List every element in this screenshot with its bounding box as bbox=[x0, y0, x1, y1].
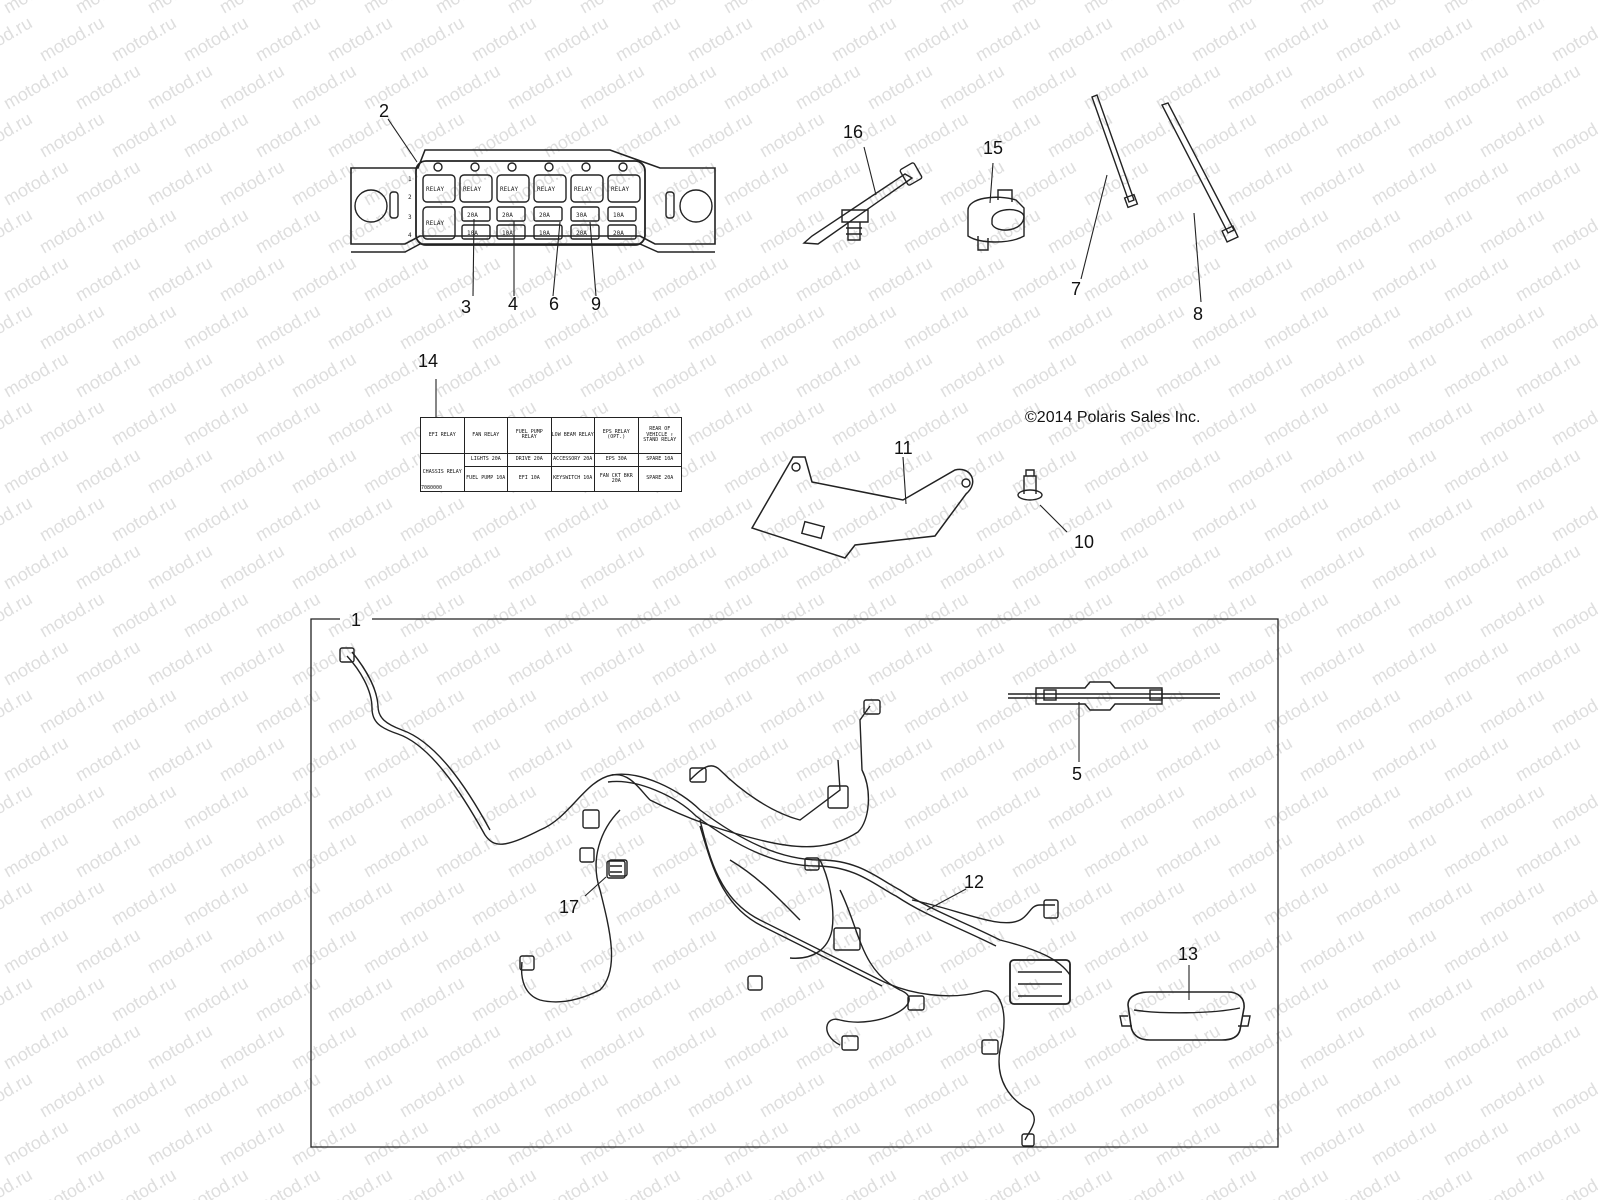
label-cell: LOW BEAM RELAY bbox=[550, 417, 595, 454]
label-cell: FUEL PUMP RELAY bbox=[507, 417, 552, 454]
callout-13: 13 bbox=[1178, 944, 1199, 964]
bracket-plate-part bbox=[750, 456, 974, 559]
leader-lines bbox=[387, 118, 1202, 1000]
harness-kit-frame bbox=[310, 618, 1279, 1148]
svg-text:20A: 20A bbox=[539, 212, 550, 219]
fuse-box-part bbox=[350, 149, 716, 253]
callout-15: 15 bbox=[983, 138, 1004, 158]
svg-text:1: 1 bbox=[408, 176, 412, 183]
label-cell: LIGHTS 20A bbox=[463, 452, 508, 468]
callout-12: 12 bbox=[964, 872, 985, 892]
svg-text:10A: 10A bbox=[467, 230, 478, 237]
callout-1: 1 bbox=[351, 610, 362, 630]
callout-7: 7 bbox=[1071, 279, 1082, 299]
callout-5: 5 bbox=[1072, 764, 1083, 784]
label-cell: ACCESSORY 20A bbox=[550, 452, 595, 468]
svg-text:RELAY: RELAY bbox=[611, 186, 629, 193]
clip-part bbox=[967, 189, 1025, 251]
svg-text:2: 2 bbox=[408, 194, 412, 201]
svg-text:RELAY: RELAY bbox=[463, 186, 481, 193]
label-cell: KEYSWITCH 10A bbox=[550, 466, 595, 492]
callout-10: 10 bbox=[1074, 532, 1095, 552]
fuse-box-cover-part bbox=[1119, 991, 1251, 1041]
cable-tie-short-part bbox=[1091, 94, 1139, 209]
label-cell: CHASSIS RELAY bbox=[420, 452, 465, 493]
svg-text:20A: 20A bbox=[576, 230, 587, 237]
svg-text:RELAY: RELAY bbox=[574, 186, 592, 193]
inline-fuse-part bbox=[1008, 681, 1220, 711]
cable-tie-mount-part bbox=[802, 162, 923, 245]
svg-text:30A: 30A bbox=[576, 212, 587, 219]
arrow-up-icon: ↑ bbox=[670, 431, 674, 438]
copyright-text: ©2014 Polaris Sales Inc. bbox=[1025, 409, 1201, 426]
svg-text:10A: 10A bbox=[539, 230, 550, 237]
callout-14: 14 bbox=[418, 351, 439, 371]
svg-text:20A: 20A bbox=[467, 212, 478, 219]
callout-17: 17 bbox=[559, 897, 580, 917]
label-cell: EPS RELAY (OPT.) bbox=[594, 417, 639, 454]
label-cell: FAN RELAY bbox=[463, 417, 508, 454]
svg-text:RELAY: RELAY bbox=[500, 186, 518, 193]
svg-text:RELAY: RELAY bbox=[426, 220, 444, 227]
label-cell: EFI RELAY bbox=[420, 417, 465, 454]
callout-8: 8 bbox=[1193, 304, 1204, 324]
svg-text:RELAY: RELAY bbox=[426, 186, 444, 193]
svg-text:10A: 10A bbox=[502, 230, 513, 237]
label-cell: REAR OF VEHICLE ↑STAND RELAY bbox=[637, 417, 682, 454]
callout-2: 2 bbox=[379, 101, 390, 121]
callout-16: 16 bbox=[843, 122, 864, 142]
label-cell: SPARE 20A bbox=[637, 466, 682, 492]
label-cell: EFI 10A bbox=[507, 466, 552, 492]
label-cell: SPARE 10A bbox=[637, 452, 682, 468]
svg-text:RELAY: RELAY bbox=[537, 186, 555, 193]
rear-of-vehicle-text: REAR OF VEHICLE bbox=[646, 426, 671, 438]
svg-text:10A: 10A bbox=[613, 212, 624, 219]
stand-relay-text: STAND RELAY bbox=[643, 437, 677, 444]
svg-text:3: 3 bbox=[408, 214, 412, 221]
label-cell: EPS 30A bbox=[594, 452, 639, 468]
push-pin-part bbox=[1017, 469, 1043, 501]
fuse-box-text: RELAY RELAY RELAY RELAY RELAY RELAY RELA… bbox=[408, 176, 629, 239]
callout-6: 6 bbox=[549, 294, 560, 314]
callout-11: 11 bbox=[894, 438, 913, 458]
svg-text:20A: 20A bbox=[502, 212, 513, 219]
callout-4: 4 bbox=[508, 294, 519, 314]
label-cell: FUEL PUMP 10A bbox=[463, 466, 508, 492]
callout-9: 9 bbox=[591, 294, 602, 314]
callout-3: 3 bbox=[461, 297, 472, 317]
svg-text:4: 4 bbox=[408, 232, 412, 239]
cable-tie-long-part bbox=[1161, 102, 1239, 243]
label-cell: DRIVE 20A bbox=[507, 452, 552, 468]
connector-17-part bbox=[606, 860, 626, 879]
decal-part-number: 7080000 bbox=[421, 485, 443, 491]
main-wiring-harness bbox=[339, 647, 1071, 1147]
label-cell: FAN CKT BKR 20A bbox=[594, 466, 639, 492]
svg-text:20A: 20A bbox=[613, 230, 624, 237]
fuse-label-decal: EFI RELAY FAN RELAY FUEL PUMP RELAY LOW … bbox=[420, 417, 682, 493]
